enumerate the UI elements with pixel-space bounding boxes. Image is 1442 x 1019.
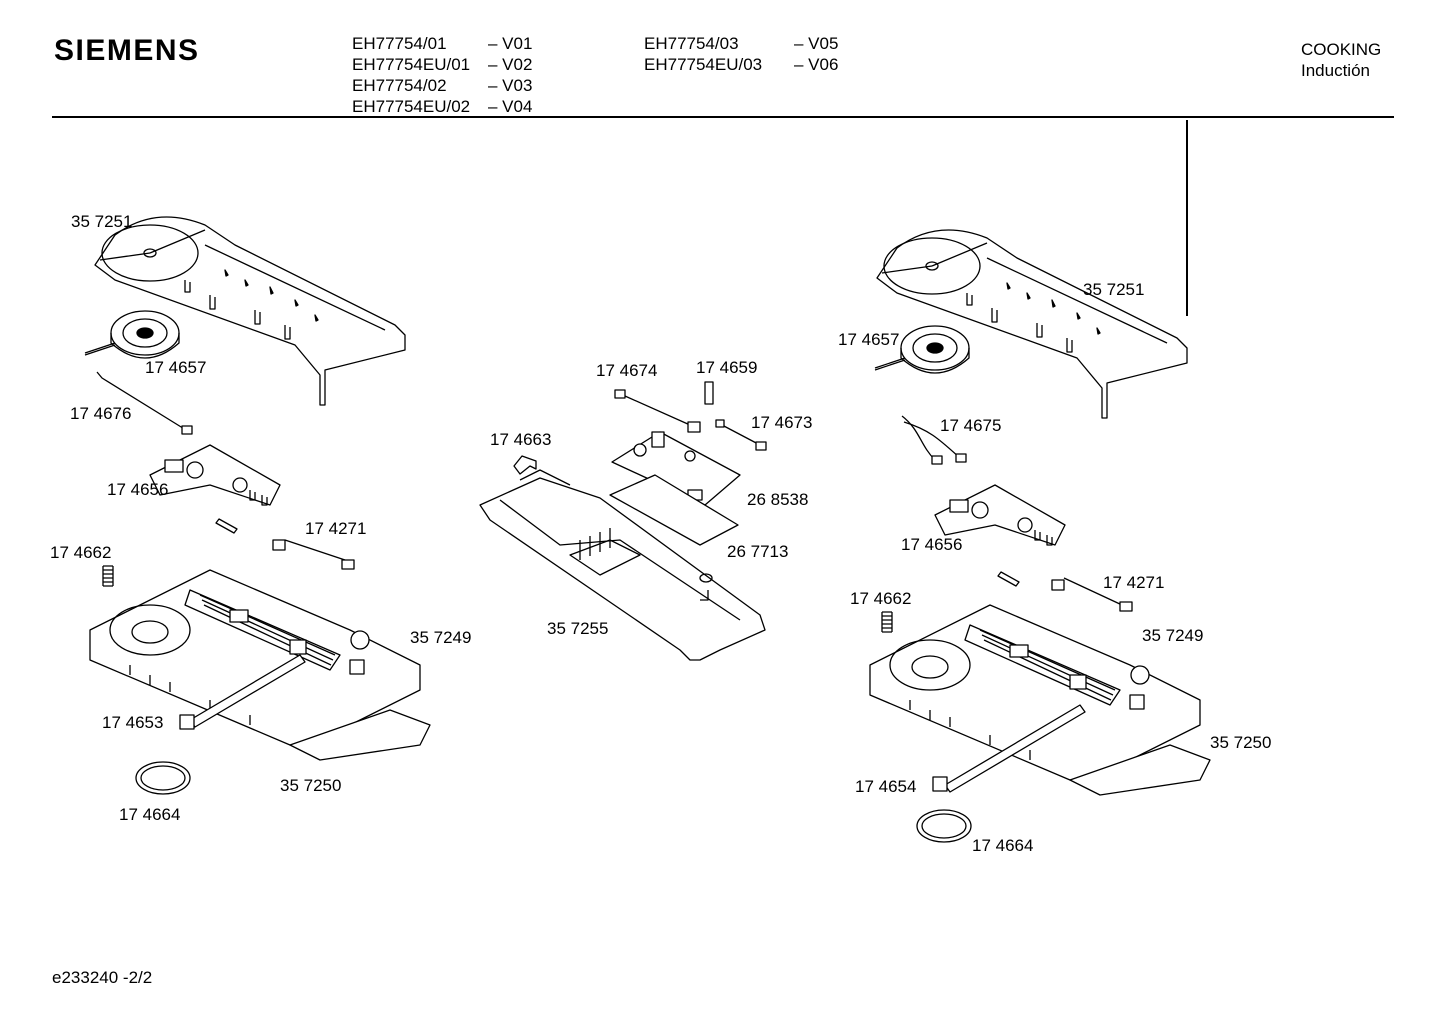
right-cable-174271 bbox=[1051, 577, 1133, 612]
model-list-1: EH77754/01 – V01 EH77754EU/01 – V02 EH7775… bbox=[352, 33, 532, 117]
part-label: 17 4673 bbox=[751, 413, 813, 432]
model-row: EH77754EU/03 – V06 bbox=[644, 54, 844, 75]
model-code: EH77754/03 bbox=[644, 34, 739, 53]
part-label: 17 4657 bbox=[838, 330, 900, 349]
model-version: – V03 bbox=[488, 76, 533, 95]
center-fuse-174659 bbox=[704, 381, 714, 405]
category: COOKING bbox=[1301, 40, 1382, 59]
part-label: 17 4663 bbox=[490, 430, 552, 449]
model-code: EH77754EU/01 bbox=[352, 55, 471, 74]
part-label: 17 4662 bbox=[850, 589, 912, 608]
model-row: EH77754/03 – V05 bbox=[644, 33, 844, 54]
part-label: 26 7713 bbox=[727, 542, 789, 561]
brand-logo: SIEMENS bbox=[54, 34, 200, 67]
part-label: 17 4676 bbox=[70, 404, 132, 423]
part-label: 17 4659 bbox=[696, 358, 758, 377]
left-board-174656 bbox=[149, 444, 281, 506]
left-spring bbox=[102, 565, 114, 587]
model-version: – V06 bbox=[794, 55, 839, 74]
part-label: 17 4664 bbox=[972, 836, 1034, 855]
part-label: 35 7251 bbox=[1083, 280, 1145, 299]
part-label: 35 7249 bbox=[410, 628, 472, 647]
right-cable-174675 bbox=[901, 415, 967, 465]
part-label: 35 7255 bbox=[547, 619, 609, 638]
model-version: – V01 bbox=[488, 34, 533, 53]
part-label: 17 4654 bbox=[855, 777, 917, 796]
part-label: 17 4656 bbox=[901, 535, 963, 554]
left-cable-174271 bbox=[272, 539, 355, 570]
model-list-2: EH77754/03 – V05 EH77754EU/03 – V06 bbox=[644, 33, 844, 75]
center-cable-174674 bbox=[614, 389, 701, 433]
left-ring bbox=[135, 761, 191, 795]
center-cable-174673 bbox=[715, 419, 767, 451]
right-fuse bbox=[997, 571, 1020, 587]
model-code: EH77754/01 bbox=[352, 34, 447, 53]
part-label: 35 7250 bbox=[280, 776, 342, 795]
separator-line bbox=[1186, 120, 1188, 316]
model-row: EH77754EU/02 – V04 bbox=[352, 96, 532, 117]
part-label: 17 4662 bbox=[50, 543, 112, 562]
model-row: EH77754/02 – V03 bbox=[352, 75, 532, 96]
part-label: 17 4664 bbox=[119, 805, 181, 824]
part-label: 35 7250 bbox=[1210, 733, 1272, 752]
left-fan bbox=[84, 310, 180, 359]
center-board-268538 bbox=[611, 431, 741, 506]
part-label: 17 4675 bbox=[940, 416, 1002, 435]
part-label: 35 7251 bbox=[71, 212, 133, 231]
model-code: EH77754EU/03 bbox=[644, 55, 763, 74]
model-version: – V04 bbox=[488, 97, 533, 116]
part-label: 17 4271 bbox=[1103, 573, 1165, 592]
subcategory: Inductión bbox=[1301, 61, 1370, 80]
right-fan-housing bbox=[876, 229, 1188, 419]
center-connector-174663 bbox=[513, 455, 537, 475]
part-label: 17 4653 bbox=[102, 713, 164, 732]
model-version: – V02 bbox=[488, 55, 533, 74]
part-label: 26 8538 bbox=[747, 490, 809, 509]
part-label: 35 7249 bbox=[1142, 626, 1204, 645]
left-ribbon-174653 bbox=[179, 654, 306, 730]
part-label: 17 4674 bbox=[596, 361, 658, 380]
header-rule bbox=[52, 116, 1394, 118]
model-code: EH77754EU/02 bbox=[352, 97, 471, 116]
model-code: EH77754/02 bbox=[352, 76, 447, 95]
part-label: 17 4657 bbox=[145, 358, 207, 377]
left-cable-174676 bbox=[96, 371, 193, 435]
right-spring bbox=[881, 611, 893, 633]
center-insulator-267713 bbox=[609, 474, 739, 546]
document-id: e233240 -2/2 bbox=[52, 968, 153, 987]
left-fuse bbox=[215, 518, 238, 534]
part-label: 17 4271 bbox=[305, 519, 367, 538]
model-row: EH77754EU/01 – V02 bbox=[352, 54, 532, 75]
part-label: 17 4656 bbox=[107, 480, 169, 499]
right-ribbon-174654 bbox=[932, 704, 1086, 793]
right-ring bbox=[916, 809, 972, 843]
center-housing-357255 bbox=[479, 469, 766, 661]
model-version: – V05 bbox=[794, 34, 839, 53]
model-row: EH77754/01 – V01 bbox=[352, 33, 532, 54]
